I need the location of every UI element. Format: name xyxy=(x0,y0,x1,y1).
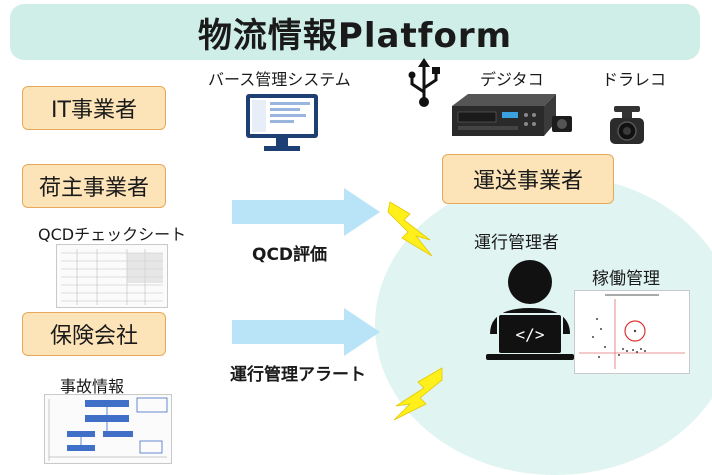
qcd-evaluation-label: QCD評価 xyxy=(252,245,328,265)
platform-banner: 物流情報Platform xyxy=(10,4,700,60)
qcd-checksheet-thumbnail xyxy=(56,244,168,308)
actor-label: 荷主事業者 xyxy=(38,176,149,201)
operation-manager-label: 運行管理者 xyxy=(474,233,559,253)
berth-system-label: バース管理システム xyxy=(208,70,351,89)
operator-icon: </> xyxy=(486,260,574,360)
accident-info-label: 事故情報 xyxy=(60,377,125,396)
operation-alert-label: 運行管理アラート xyxy=(230,365,366,385)
usb-icon xyxy=(408,58,440,107)
qcd-sheet-label: QCDチェックシート xyxy=(38,225,187,244)
digitaco-label: デジタコ xyxy=(480,70,544,89)
utilization-label: 稼働管理 xyxy=(592,269,660,289)
lightning-icon xyxy=(387,201,433,257)
dashcam-label: ドラレコ xyxy=(602,70,667,89)
svg-text:</>: </> xyxy=(516,325,545,344)
monitor-icon xyxy=(246,94,318,151)
platform-title: 物流情報Platform xyxy=(197,15,513,56)
arrow-qcd xyxy=(232,188,380,236)
actor-label: 運送事業者 xyxy=(472,169,583,194)
actor-insurance: 保険会社 xyxy=(22,312,166,356)
actor-label: 保険会社 xyxy=(49,324,138,349)
dashcam-image xyxy=(610,106,644,144)
utilization-scatter-thumbnail xyxy=(574,290,690,374)
digital-tachograph-image xyxy=(452,94,572,136)
actor-carrier: 運送事業者 xyxy=(442,154,614,204)
arrow-alert xyxy=(232,308,380,356)
actor-label: IT事業者 xyxy=(51,98,137,123)
accident-flow-thumbnail xyxy=(44,394,172,464)
actor-it-business: IT事業者 xyxy=(22,86,166,130)
actor-shipper: 荷主事業者 xyxy=(22,164,166,208)
lightning-icon xyxy=(393,367,443,421)
